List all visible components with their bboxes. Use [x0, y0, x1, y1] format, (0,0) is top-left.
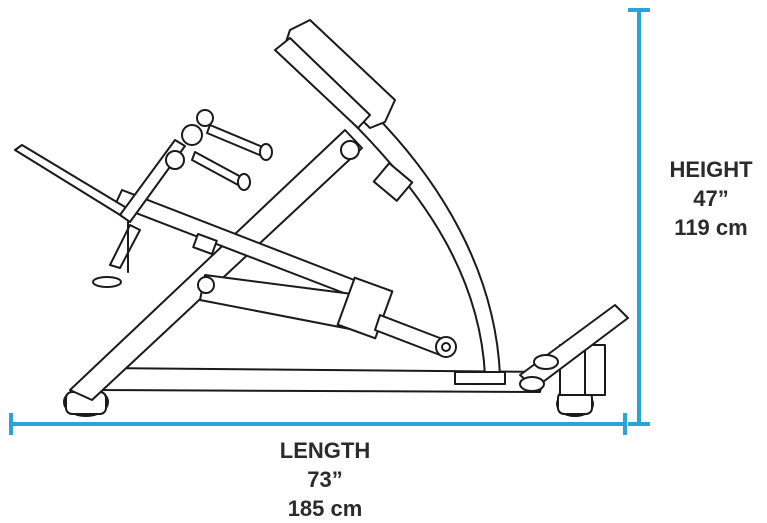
length-imperial: 73” [307, 467, 343, 492]
height-dimension-line [628, 8, 650, 426]
length-title: LENGTH [279, 438, 371, 463]
height-dimension-label: HEIGHT 47” 119 cm [655, 155, 767, 242]
height-imperial: 47” [693, 186, 729, 211]
lever-arm [14, 144, 131, 219]
handle-lower [191, 151, 244, 187]
handle-upper [206, 124, 266, 157]
length-metric: 185 cm [287, 496, 363, 521]
height-metric: 119 cm [674, 215, 748, 240]
length-dimension-label: LENGTH 73” 185 cm [250, 436, 400, 523]
main-frame-diagonal [69, 129, 363, 401]
bench-machine-drawing [14, 19, 629, 417]
length-dimension-line [9, 413, 627, 435]
height-title: HEIGHT [669, 157, 753, 182]
